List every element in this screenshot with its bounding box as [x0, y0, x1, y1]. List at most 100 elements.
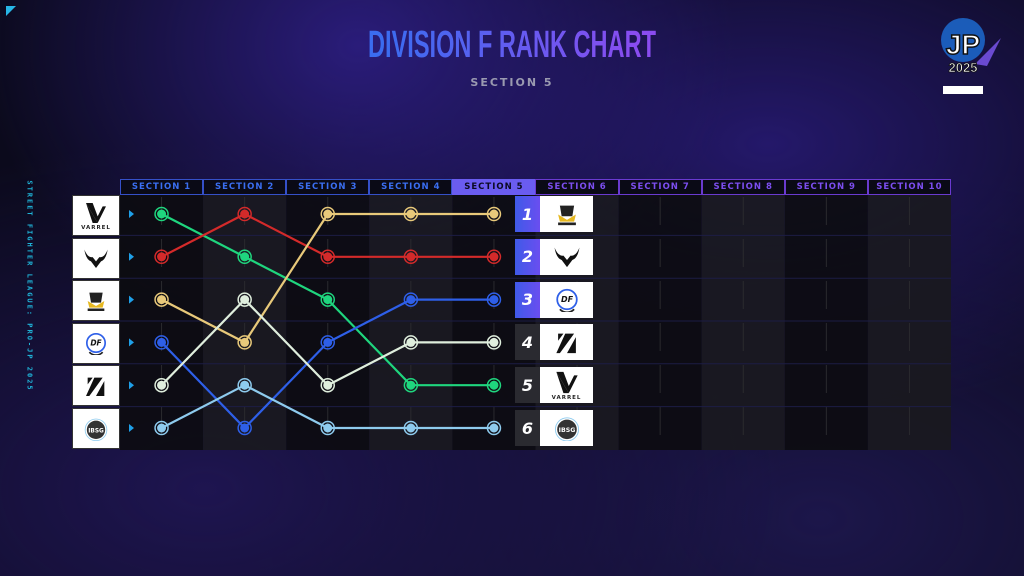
data-point-ring: [320, 292, 335, 307]
row-arrow-icon: [129, 252, 134, 261]
standing-row: 2: [515, 238, 593, 275]
tab-section-8[interactable]: SECTION 8: [701, 179, 785, 195]
data-point: [406, 295, 416, 305]
row-arrow-icon: [129, 295, 134, 304]
data-point: [406, 380, 416, 390]
tab-section-10[interactable]: SECTION 10: [867, 179, 951, 195]
data-point-ring: [486, 377, 502, 393]
data-point-ring: [486, 249, 502, 265]
tab-section-7[interactable]: SECTION 7: [618, 179, 702, 195]
data-point-ring: [154, 206, 169, 222]
data-point: [240, 380, 250, 390]
data-point-ring: [486, 206, 502, 222]
data-point: [157, 380, 167, 390]
tab-section-5[interactable]: SECTION 5: [452, 179, 536, 195]
data-point: [240, 252, 250, 262]
tab-section-3[interactable]: SECTION 3: [286, 179, 370, 195]
data-point-ring: [486, 420, 502, 436]
data-point: [406, 252, 416, 262]
data-point: [406, 423, 416, 433]
team-logo-dfm-logo: DF: [72, 322, 120, 364]
svg-text:IBSG: IBSG: [558, 427, 575, 434]
svg-text:IBSG: IBSG: [88, 428, 104, 434]
team-name: VARREL: [551, 394, 582, 401]
data-point-ring: [486, 292, 502, 307]
data-point: [489, 380, 499, 390]
svg-text:DF: DF: [90, 339, 102, 348]
data-point-ring: [403, 206, 419, 222]
svg-text:2025: 2025: [949, 60, 978, 75]
rank-number: 5: [515, 367, 540, 404]
row-arrow-icon: [129, 338, 134, 347]
data-point: [157, 252, 167, 262]
data-point-ring: [154, 249, 169, 265]
row-arrow-icon: [129, 424, 134, 432]
rank-number: 6: [515, 410, 540, 446]
data-point: [323, 423, 333, 433]
data-point-ring: [403, 249, 419, 265]
rank-number: 2: [515, 238, 540, 275]
data-point-ring: [237, 292, 252, 307]
data-point-ring: [486, 335, 502, 350]
data-point: [406, 209, 416, 219]
data-point: [489, 337, 499, 347]
data-point-ring: [154, 377, 169, 393]
rank-number: 1: [515, 196, 540, 232]
data-point-ring: [403, 420, 419, 436]
data-point-ring: [237, 335, 252, 350]
tab-section-1[interactable]: SECTION 1: [120, 179, 204, 195]
row-arrow-icon: [129, 210, 134, 218]
data-point-ring: [403, 335, 419, 350]
team-logo-varrel-logo: VARREL: [72, 195, 120, 236]
page-title: DIVISION F RANK CHART: [195, 24, 830, 67]
team-name: VARREL: [81, 224, 111, 231]
team-logo-zeta-logo: [72, 365, 120, 407]
data-point-ring: [154, 335, 169, 350]
data-point-ring: [320, 377, 335, 393]
data-point-ring: [154, 292, 169, 307]
standing-row: 6 IBSG: [515, 410, 593, 446]
svg-text:JP: JP: [946, 29, 980, 60]
page-subtitle: SECTION 5: [470, 76, 554, 89]
data-point: [240, 337, 250, 347]
rank-number: 3: [515, 281, 540, 318]
data-point-ring: [237, 206, 252, 222]
team-logo-ibsg-logo: IBSG: [72, 408, 120, 449]
data-point-ring: [403, 377, 419, 393]
event-logo: JP 2025: [935, 14, 1005, 98]
data-point-ring: [237, 420, 252, 436]
data-point: [323, 380, 333, 390]
tab-section-4[interactable]: SECTION 4: [369, 179, 453, 195]
data-point: [157, 423, 167, 433]
tab-section-9[interactable]: SECTION 9: [784, 179, 868, 195]
standing-logo-samurai-logo: [540, 196, 593, 232]
data-point: [240, 209, 250, 219]
data-point-ring: [320, 335, 335, 350]
data-point-ring: [320, 420, 335, 436]
standing-row: 4: [515, 324, 593, 361]
data-point: [323, 252, 333, 262]
data-point: [240, 423, 250, 433]
data-point-ring: [403, 292, 419, 307]
data-point: [406, 337, 416, 347]
standing-logo-dfm-logo: DF: [540, 281, 593, 318]
data-point-ring: [237, 377, 252, 393]
data-point: [240, 295, 250, 305]
data-point: [489, 295, 499, 305]
data-point: [323, 337, 333, 347]
standing-row: 1: [515, 196, 593, 232]
data-point: [157, 209, 167, 219]
data-point: [323, 209, 333, 219]
data-point: [323, 295, 333, 305]
data-point: [489, 423, 499, 433]
corner-marker: [6, 6, 16, 16]
rank-number: 4: [515, 324, 540, 361]
data-point-ring: [320, 249, 335, 265]
standing-logo-zeta-logo: [540, 324, 593, 361]
tab-section-6[interactable]: SECTION 6: [535, 179, 619, 195]
tab-section-2[interactable]: SECTION 2: [203, 179, 287, 195]
team-logo-horns-logo: [72, 237, 120, 279]
